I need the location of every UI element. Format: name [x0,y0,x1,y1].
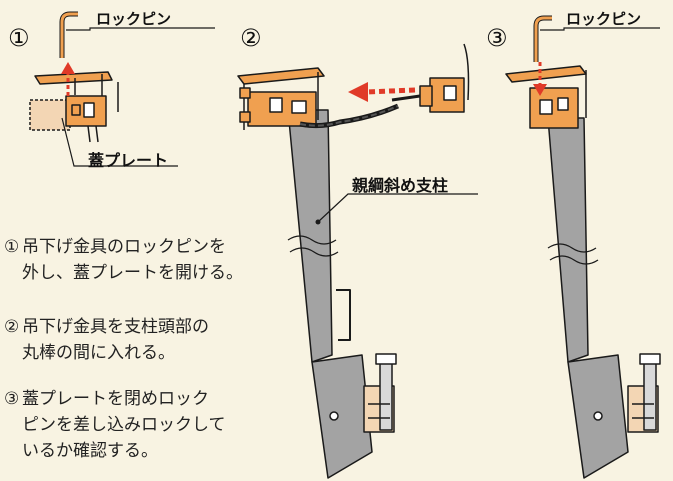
step1-bracket [29,11,119,143]
lock-pin-icon [59,11,78,58]
instruction-2-line1: 吊下げ金具を支柱頭部の [22,317,209,337]
instruction-2-line2: 丸棒の間に入れる。 [22,343,175,363]
step-number-3: ③ [486,24,508,52]
step-number-1: ① [8,24,30,52]
lock-pin-icon [533,15,552,62]
instruction-1-number: ① [4,237,20,257]
instruction-2-number: ② [4,317,20,337]
step1-up-arrow [61,62,75,96]
instruction-3-line1: 蓋プレートを閉めロック [22,389,209,409]
step-number-2: ② [240,24,262,52]
step2-post [237,43,470,479]
main-rope-strut-label: 親綱斜め支柱 [352,176,449,195]
step2-insert-arrow [348,82,416,102]
instruction-3-number: ③ [4,389,20,409]
lock-pin-label-3: ロックピン [566,10,642,28]
lid-plate-label: 蓋プレート [88,151,169,170]
instruction-1-line1: 吊下げ金具のロックピンを [22,237,226,257]
lid-plate-open [29,99,71,131]
instruction-3-line3: いるか確認する。 [22,441,158,461]
step3-down-arrow [533,62,547,96]
step3-post [505,15,661,479]
instruction-3-line2: ピンを差し込みロックして [22,415,226,435]
instruction-1-line2: 外し、蓋プレートを開ける。 [22,263,243,283]
lock-pin-label-1: ロックピン [96,10,172,28]
